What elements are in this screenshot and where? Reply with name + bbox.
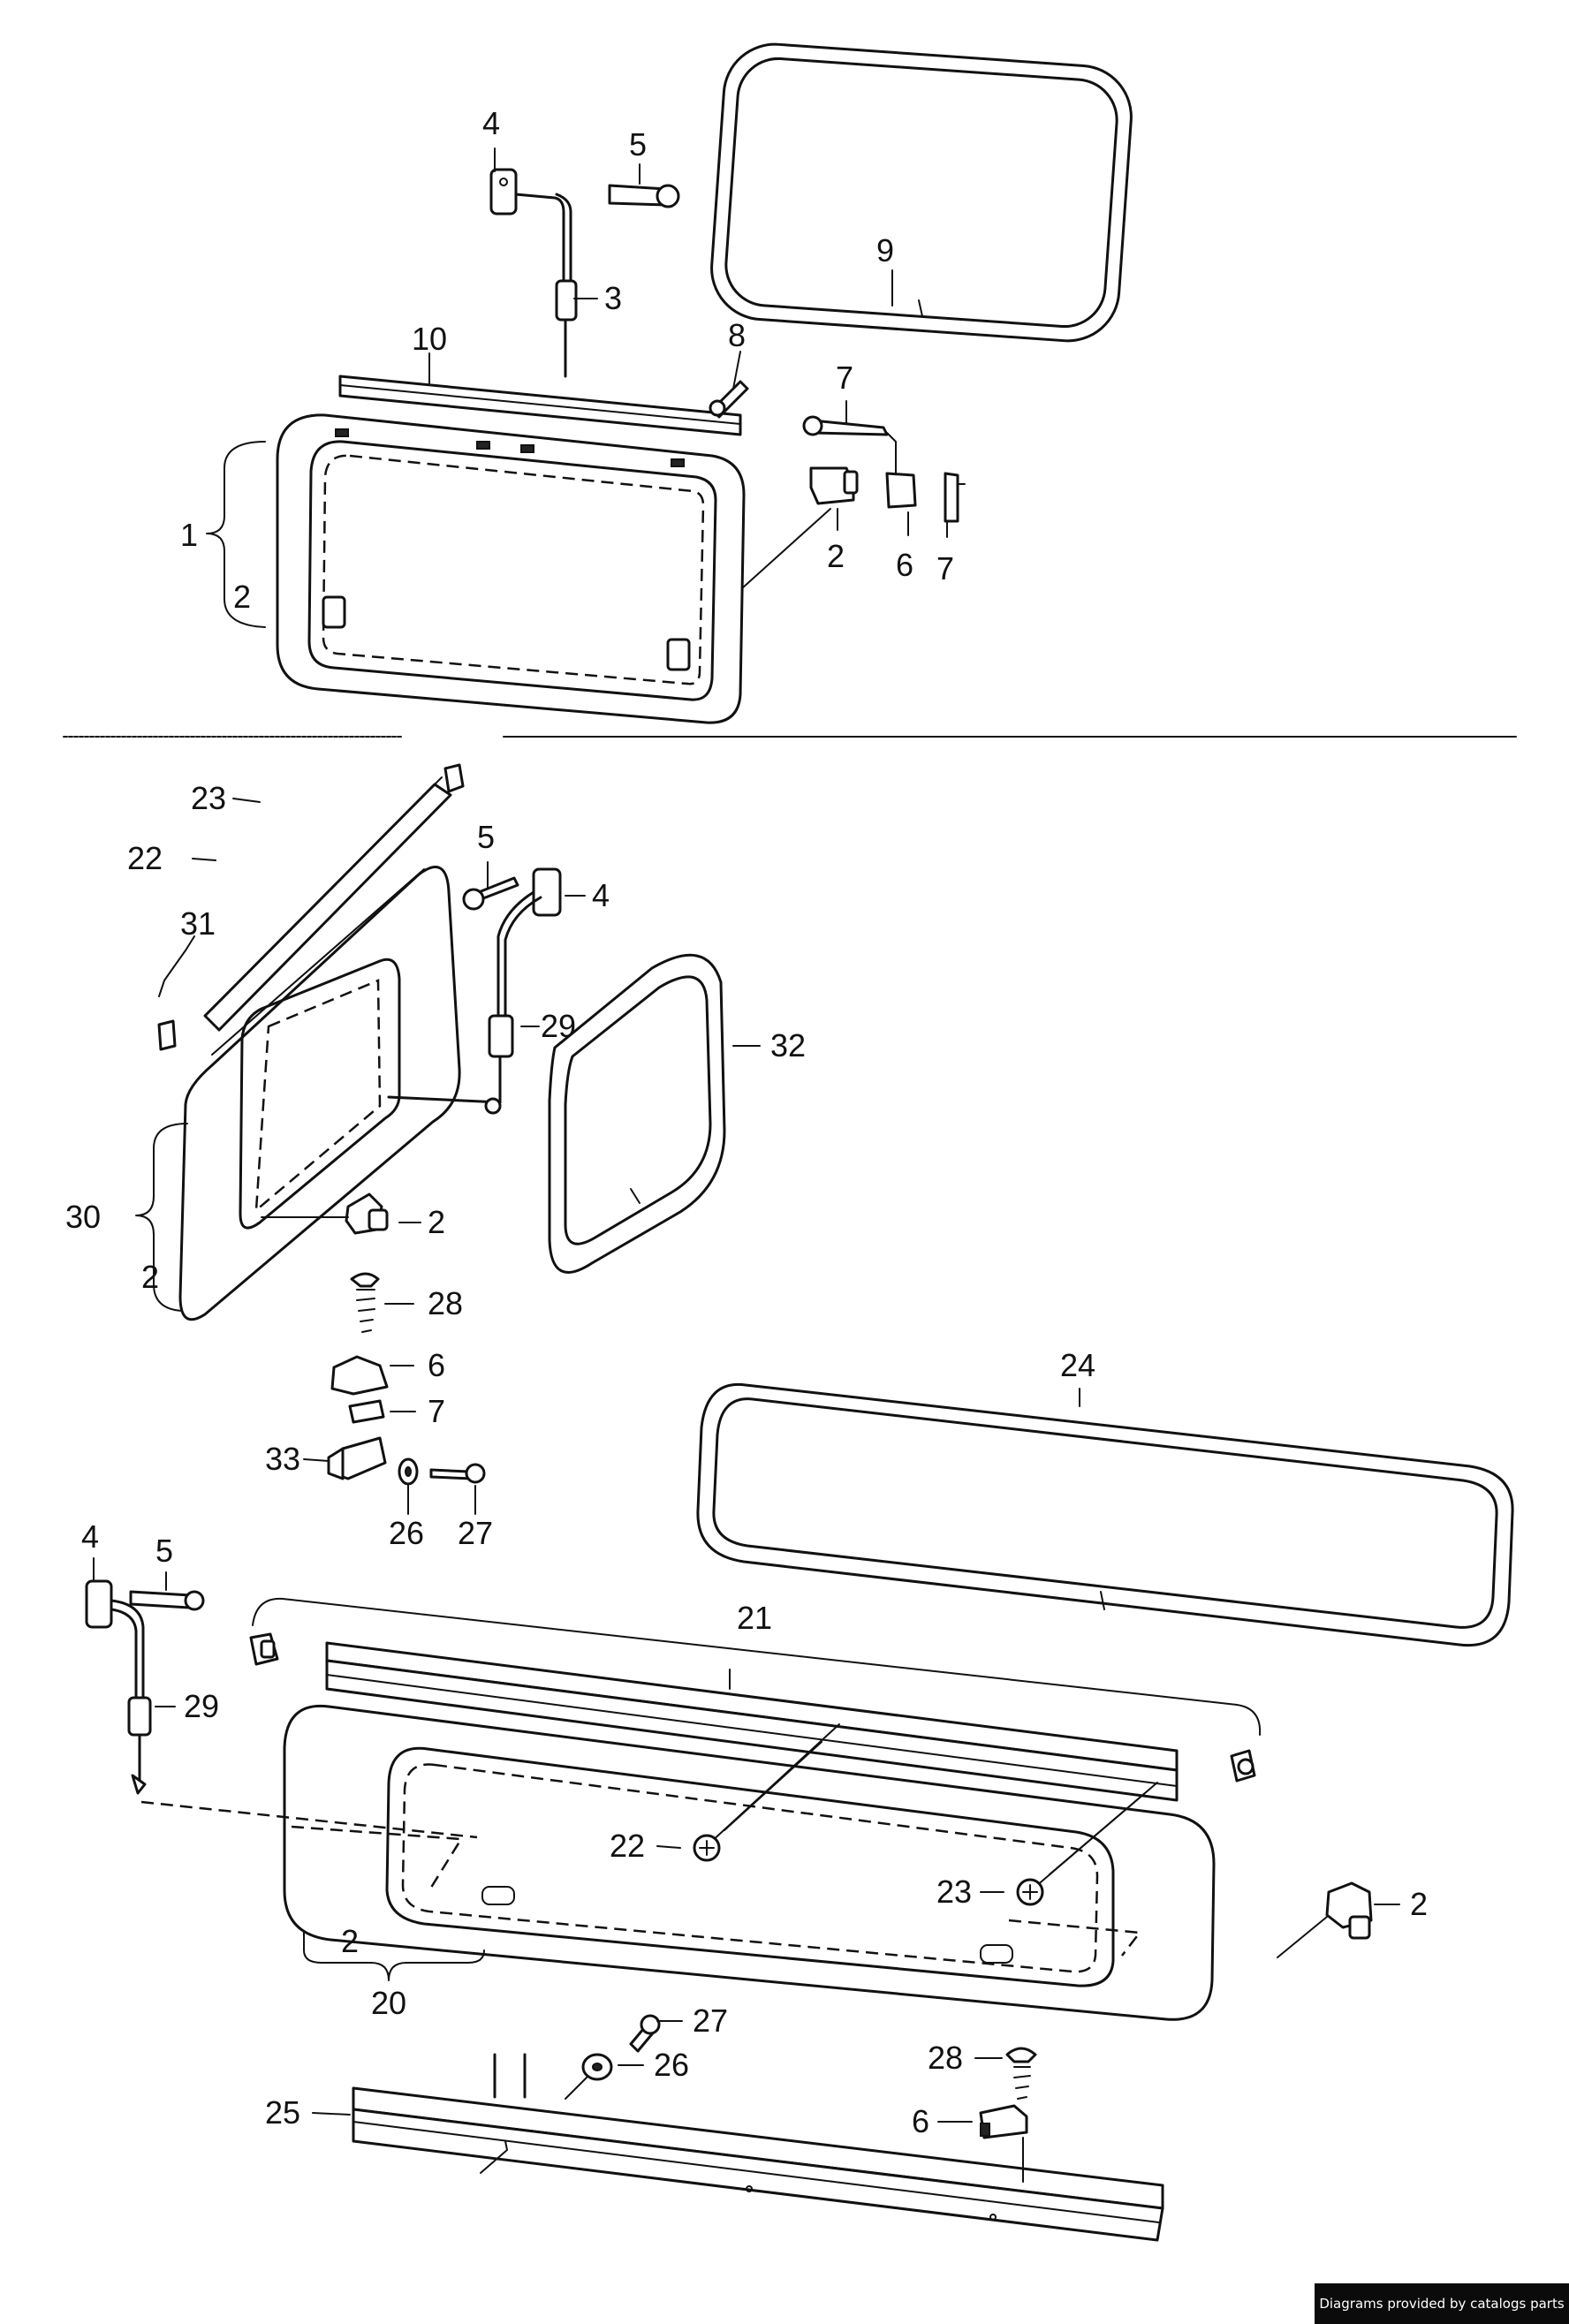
callout-22-mid: 22 — [127, 840, 163, 876]
callout-9: 8 — [728, 317, 746, 353]
callout-24: 24 — [1060, 1347, 1095, 1383]
callout-4-low: 4 — [81, 1518, 99, 1555]
callout-4-mid: 4 — [592, 877, 610, 913]
part-25-bottom-rail — [352, 2053, 1164, 2242]
callout-33: 33 — [265, 1441, 300, 1477]
part-31-rail — [157, 763, 465, 1051]
callout-25: 25 — [265, 2094, 300, 2131]
part-4-5-29-stay-arm — [85, 1579, 478, 1839]
callout-21: 21 — [737, 1600, 772, 1636]
part-1-window-frame — [276, 413, 746, 724]
callout-2-top-hinge: 2 — [827, 538, 845, 574]
callout-10: 9 — [876, 232, 894, 269]
assembly-lower-window — [85, 1382, 1514, 2242]
part-4-5-3-stay-arm — [489, 168, 680, 378]
screws-22-23 — [693, 1723, 1158, 1906]
part-32-seal-frame — [548, 953, 726, 1274]
callout-8: 7 — [836, 360, 853, 396]
part-2-hinge-mid — [261, 1192, 389, 1235]
callout-1: 1 — [180, 517, 198, 553]
callout-7-top: 7 — [936, 550, 954, 587]
callout-2-mid-left: 2 — [141, 1259, 159, 1295]
part-20-window-frame — [283, 1704, 1216, 2021]
footer-credit-badge: Diagrams provided by catalogs parts — [1315, 2283, 1569, 2324]
callout-4-top: 4 — [482, 105, 500, 141]
callout-11: 10 — [412, 321, 447, 357]
callout-labels: 4 5 9 3 10 8 7 1 2 2 6 7 23 22 5 4 31 29… — [65, 105, 1428, 2139]
callout-29-low: 29 — [184, 1688, 219, 1724]
part-21-rail — [249, 1597, 1262, 1802]
callout-3: 3 — [604, 280, 622, 316]
callout-31: 31 — [180, 905, 216, 942]
callout-2-low-left: 2 — [341, 1923, 359, 1959]
callout-26-low: 26 — [654, 2047, 689, 2083]
part-2-hinge-lower — [1277, 1881, 1373, 1958]
callout-5-low: 5 — [155, 1533, 173, 1569]
callout-27-low: 27 — [693, 2002, 728, 2039]
hardware-stack — [327, 1272, 486, 1486]
part-9-pin — [709, 380, 749, 419]
callout-29-mid: 29 — [541, 1008, 576, 1044]
callout-2-mid-hinge: 2 — [428, 1204, 445, 1240]
part-24-seal-frame — [696, 1382, 1514, 1647]
hardware-lower — [565, 2014, 1037, 2183]
callout-30: 30 — [65, 1199, 101, 1235]
callout-6-low: 6 — [912, 2103, 929, 2139]
callout-32: 32 — [770, 1027, 806, 1064]
leader-lines — [93, 148, 1400, 2123]
part-11-top-rail — [338, 375, 742, 436]
callout-26-mid: 26 — [389, 1515, 424, 1551]
callout-27-mid: 27 — [458, 1515, 493, 1551]
callout-6-top: 6 — [896, 547, 913, 583]
callout-28-low: 28 — [928, 2040, 963, 2076]
part-30-window-frame — [178, 866, 461, 1321]
callout-5-mid: 5 — [477, 819, 495, 855]
callout-5-top: 5 — [629, 126, 647, 163]
assembly-middle-window — [157, 763, 726, 1321]
callout-22-low: 22 — [610, 1828, 645, 1864]
callout-6-mid: 6 — [428, 1347, 445, 1383]
part-5-4-29-stay-arm — [387, 867, 562, 1115]
callout-23-low: 23 — [936, 1874, 972, 1910]
part-10-seal-frame — [710, 42, 1133, 343]
callout-20: 20 — [371, 1985, 406, 2021]
callout-2-low-hinge: 2 — [1410, 1886, 1428, 1922]
callout-2-top-left: 2 — [233, 579, 251, 615]
part-8-6-7-2-hinge — [741, 415, 966, 589]
callout-7-mid: 7 — [428, 1393, 445, 1429]
assembly-upper-window — [276, 42, 1133, 724]
callout-23-mid: 23 — [191, 780, 226, 816]
callout-28-mid: 28 — [428, 1285, 463, 1321]
